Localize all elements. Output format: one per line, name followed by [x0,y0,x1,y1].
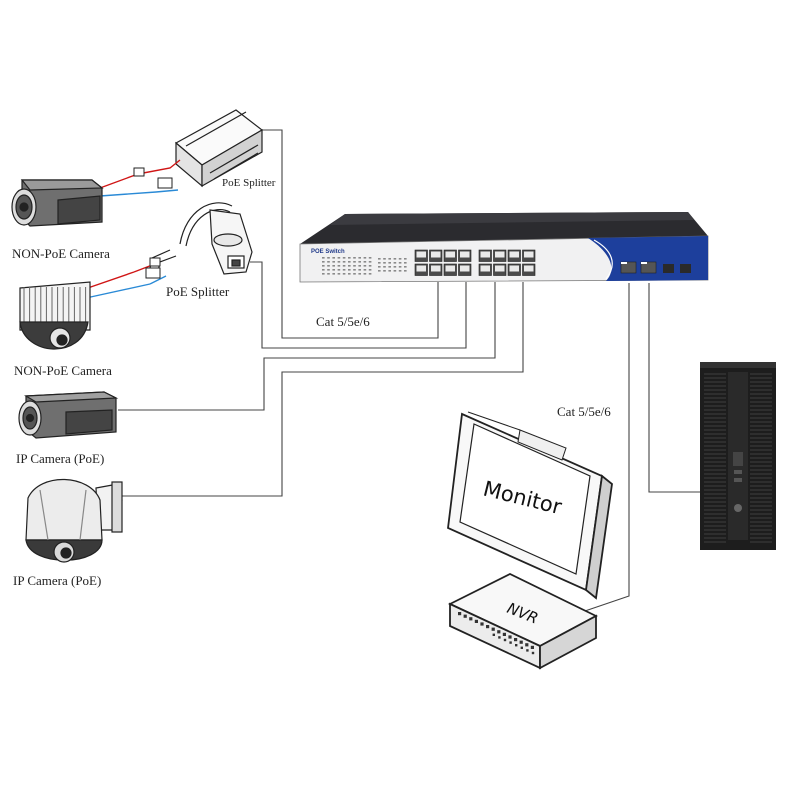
cable-splitter-1 [228,129,439,339]
sfp-port-1 [663,264,674,273]
non-poe-camera-label-1: NON-PoE Camera [12,246,110,261]
monitor: Monitor [447,411,613,600]
cable-ip-camera-1 [118,282,496,411]
switch-name-label: POE Switch [311,249,345,255]
poe-splitter-box [174,109,264,188]
nvr: NVR [447,572,598,670]
monitor-screen [459,423,591,575]
non-poe-camera-label-2: NON-PoE Camera [14,363,112,378]
switch-led-panel [322,257,407,275]
poe-splitter-label-1: PoE Splitter [222,177,276,189]
non-poe-bullet-camera [11,179,104,227]
ip-bullet-camera [18,391,119,439]
switch-ports [414,249,536,276]
poe-splitter-pendant [149,202,253,275]
poe-switch: POE Switch [299,212,709,283]
uplink-port-1 [620,261,637,274]
cable-splitter-2 [250,261,467,349]
camera-1-power-data-cables [99,159,181,197]
pc-tower [700,362,776,550]
cable-label-left: Cat 5/5e/6 [316,314,370,329]
cables [118,129,700,613]
camera-2-power-data-cables [81,257,167,299]
ip-ptz-dome-camera [25,478,123,563]
cable-pc [648,283,700,493]
non-poe-dome-camera [19,281,91,350]
cable-nvr [581,283,630,613]
ip-camera-label-2: IP Camera (PoE) [13,573,102,588]
uplink-port-2 [640,261,657,274]
poe-splitter-label-2: PoE Splitter [166,284,230,299]
ip-camera-label-1: IP Camera (PoE) [16,451,105,466]
switch-blue-swoosh [588,236,708,281]
cable-label-right: Cat 5/5e/6 [557,404,611,419]
cable-ip-camera-2 [122,282,524,497]
pc-power-button [734,504,742,512]
sfp-port-2 [680,264,691,273]
